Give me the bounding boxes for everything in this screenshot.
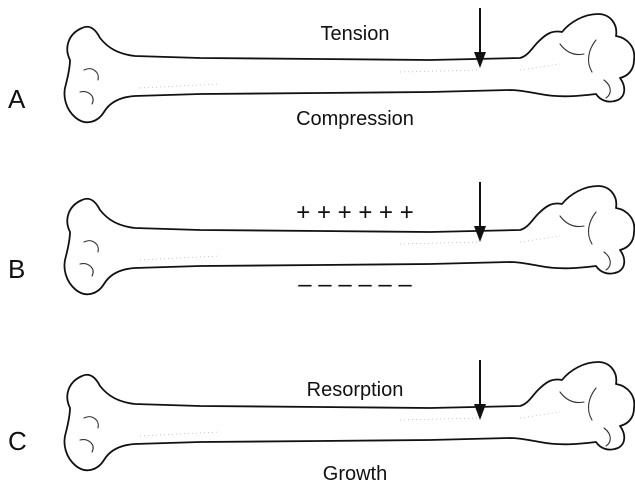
panel-a-top-label: Tension	[321, 23, 390, 45]
panel-b: B + + + + + + – – – – – –	[8, 182, 634, 298]
panel-a: A Tension Compression	[8, 8, 634, 130]
panel-b-top-label: + + + + + +	[296, 199, 413, 226]
panel-a-letter: A	[8, 84, 26, 114]
panel-a-bottom-label: Compression	[296, 108, 414, 130]
panel-b-bottom-label: – – – – – –	[298, 271, 412, 298]
panel-c-letter: C	[8, 426, 27, 456]
panel-b-letter: B	[8, 254, 25, 284]
panel-c-bottom-label: Growth	[323, 463, 387, 485]
panel-c: C Resorption Growth	[8, 360, 634, 485]
panel-c-top-label: Resorption	[307, 379, 404, 401]
